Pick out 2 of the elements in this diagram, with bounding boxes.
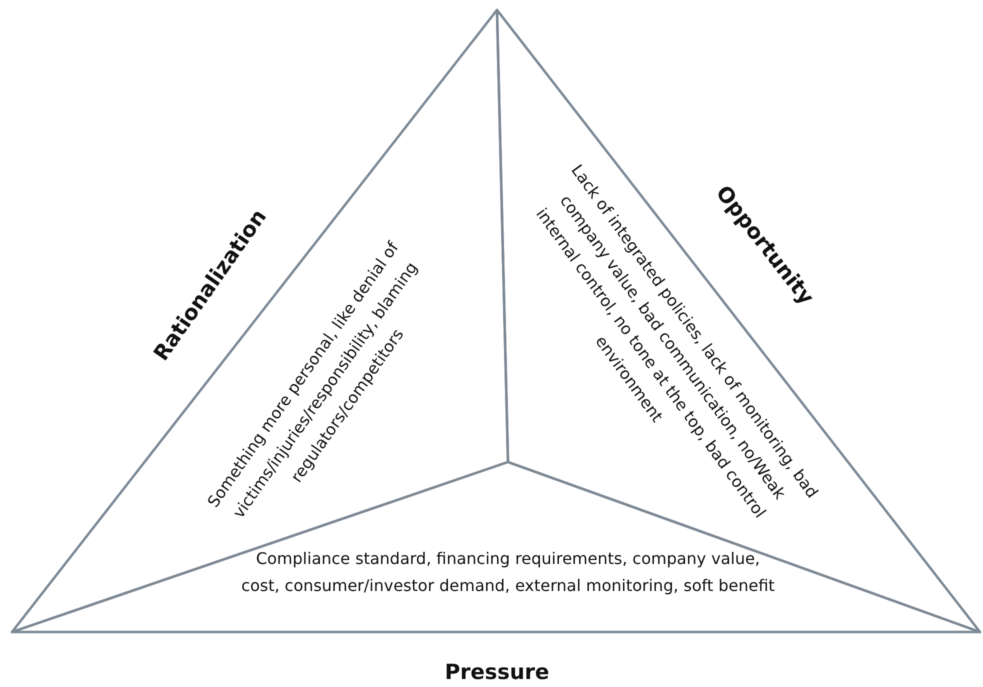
side-description: Compliance standard, financing requirements, company value, cost, consumer/investor demand, external monitoring, soft benefit: [240, 548, 776, 597]
side-heading: Pressure: [444, 660, 550, 684]
